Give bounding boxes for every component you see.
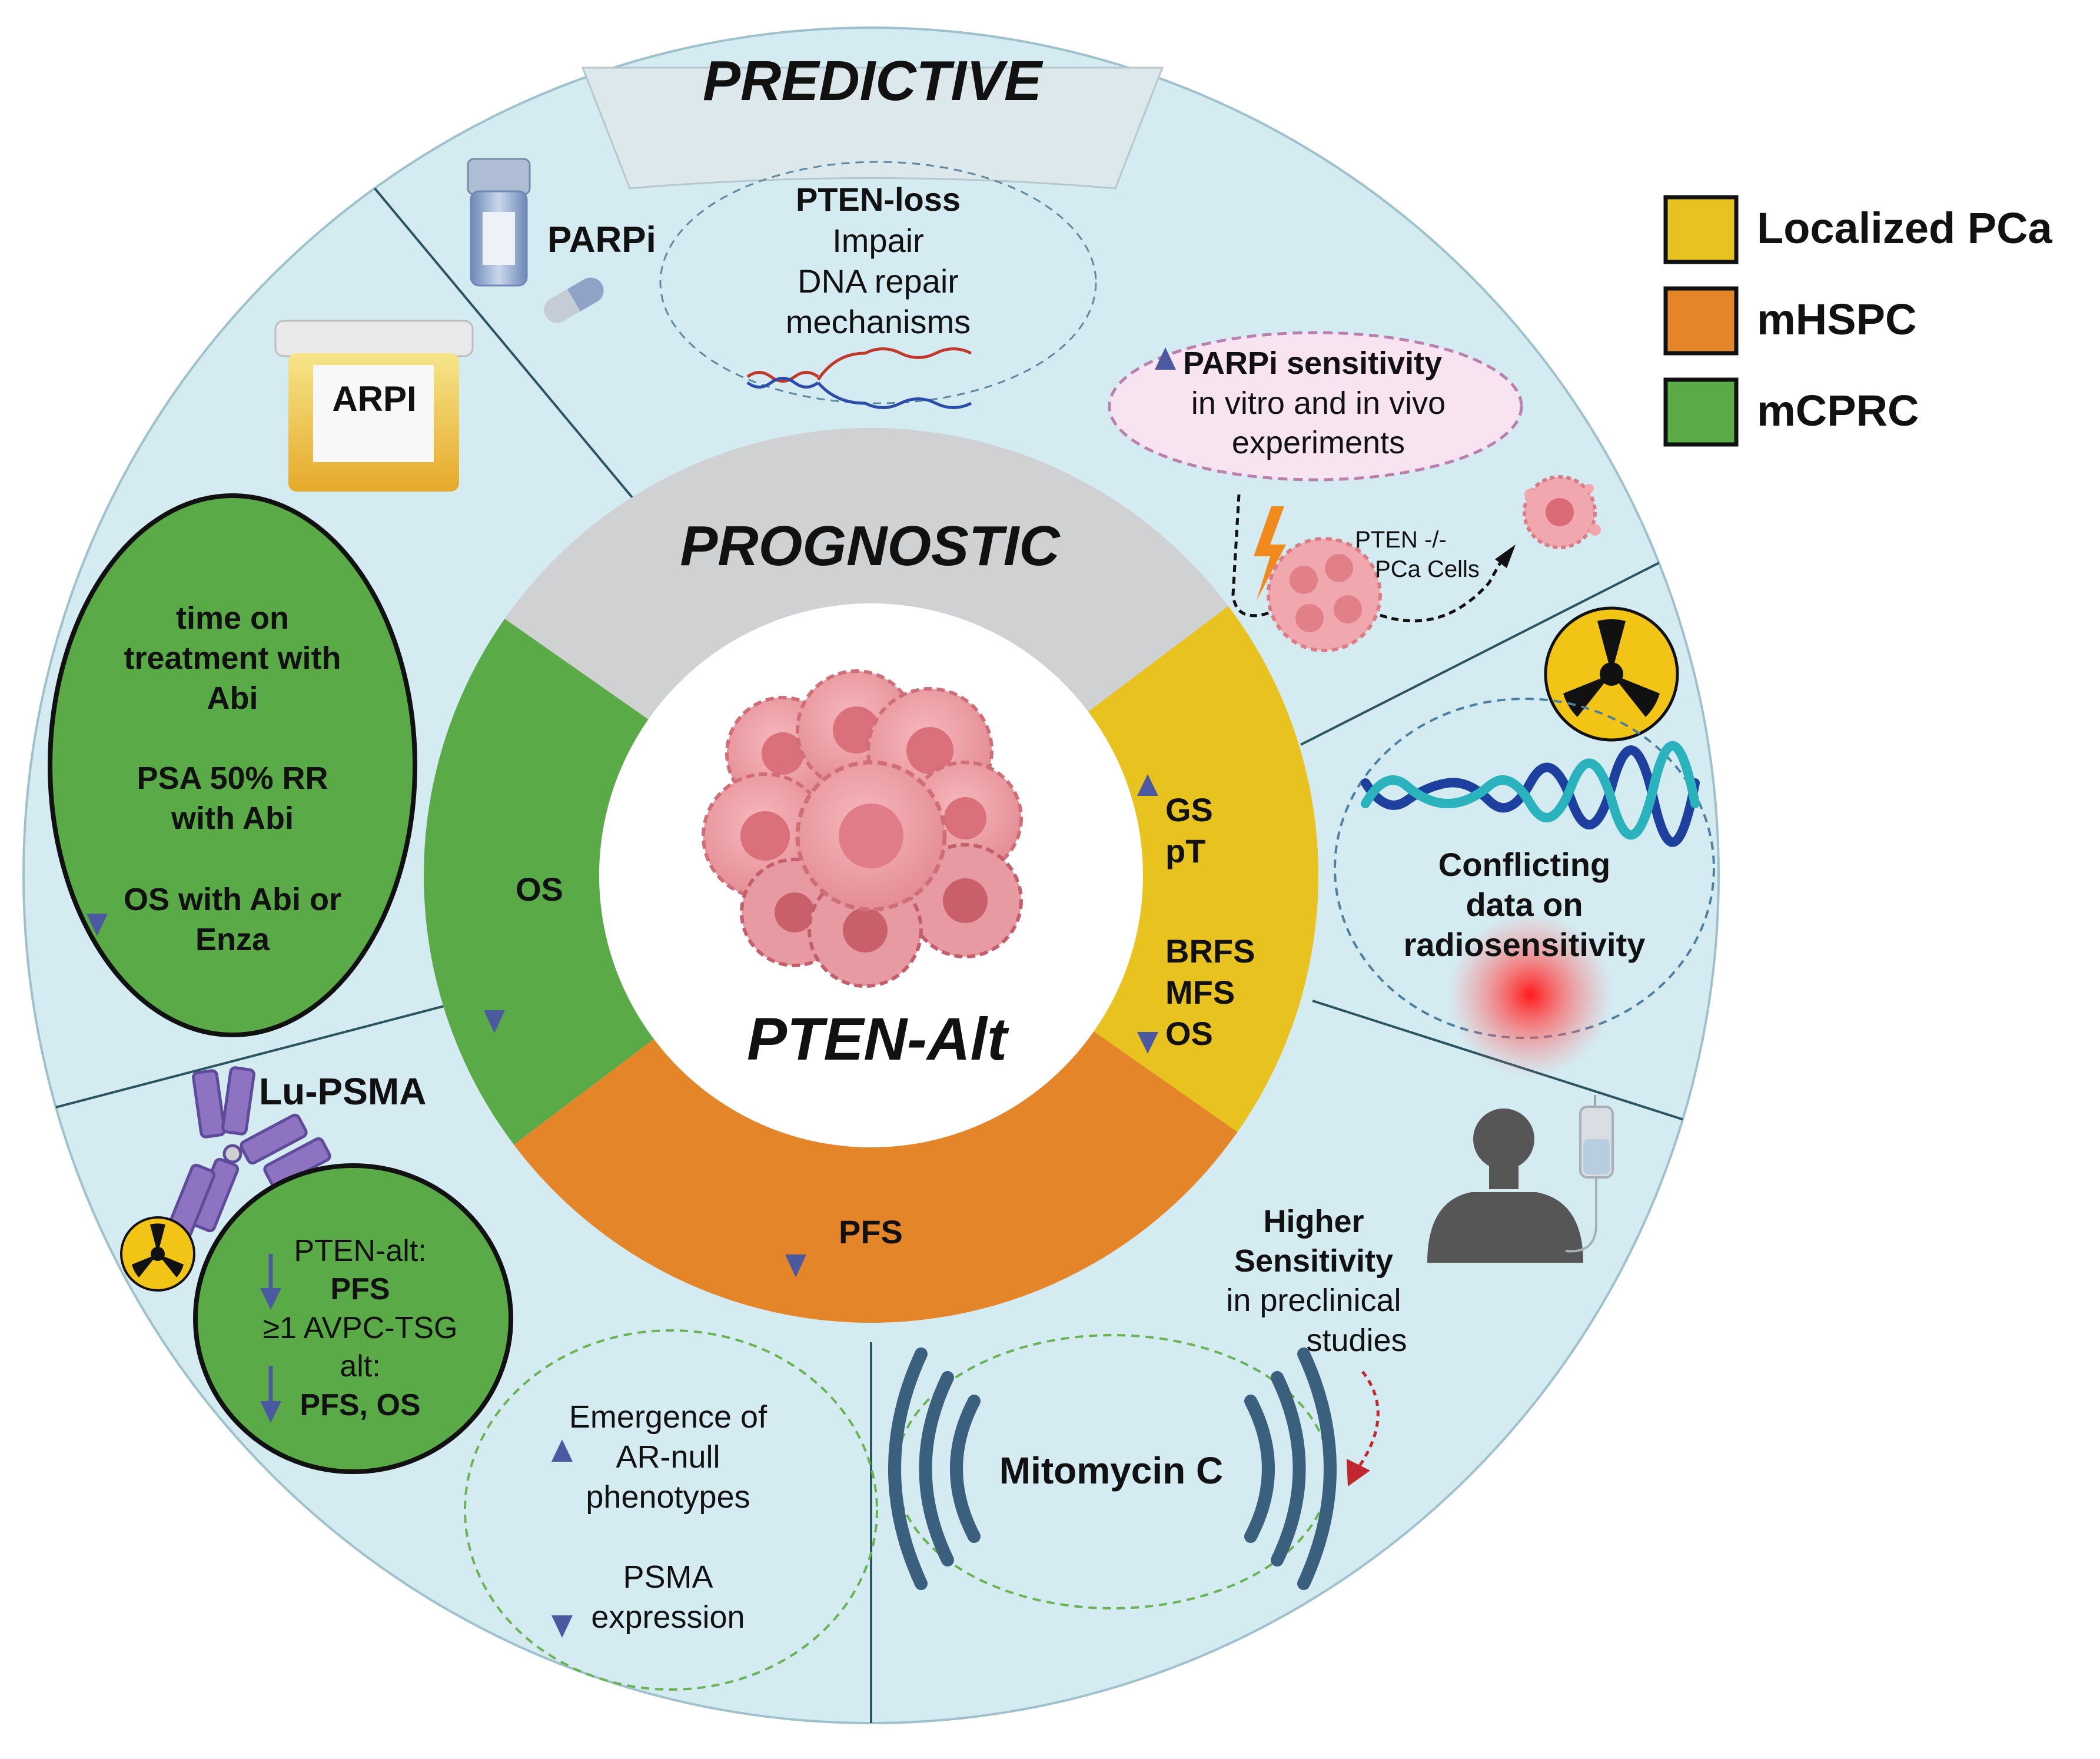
mcprc-down-1: OS xyxy=(516,871,563,908)
mitomycin-pointer xyxy=(1358,1370,1380,1467)
pten-cells-illustration xyxy=(1231,475,1601,652)
legend-label-2: mHSPC xyxy=(1757,295,1916,344)
radio-line-2: data on xyxy=(1466,886,1583,923)
arpi-item-3-line-1: OS with Abi or xyxy=(124,882,341,917)
lu-psma-results-ellipse xyxy=(193,1163,513,1474)
localized-up-1: GS xyxy=(1165,791,1213,828)
parpi-label: PARPi xyxy=(547,220,656,260)
mitomycin-label: Mitomycin C xyxy=(999,1449,1223,1492)
parpi-mechanism-line-2: DNA repair xyxy=(798,263,959,300)
lu-psma-line-2: PFS xyxy=(330,1272,390,1306)
parpi-sensitivity-bubble xyxy=(1108,331,1523,482)
predictive-banner xyxy=(581,67,1164,190)
arpi-results-text: time on treatment with Abi PSA 50% RR wi… xyxy=(124,600,341,957)
arpi-results-ellipse xyxy=(48,493,417,1037)
arpi-item-1-line-1: time on xyxy=(176,600,289,636)
mitomycin-line-2: Sensitivity xyxy=(1234,1243,1393,1279)
pten-cells-label-1: PTEN -/- xyxy=(1355,527,1447,553)
phenotype-bubble xyxy=(464,1329,878,1691)
phenotype-down-line-2: expression xyxy=(591,1599,745,1635)
ring-segment-mhspc xyxy=(514,1031,1238,1323)
phenotype-up-line-2: AR-null xyxy=(616,1439,720,1475)
localized-down-2: MFS xyxy=(1165,974,1235,1011)
mitomycin-line-3: in preclinical xyxy=(1226,1283,1401,1318)
localized-down-1: BRFS xyxy=(1165,932,1255,970)
phenotype-up-line-1: Emergence of xyxy=(569,1399,767,1435)
mhspc-down-1: PFS xyxy=(839,1213,903,1250)
parpi-sensitivity-title: PARPi sensitivity xyxy=(1183,346,1442,381)
patient-icon xyxy=(1427,1108,1583,1263)
phenotype-down-line-1: PSMA xyxy=(623,1559,713,1595)
radio-line-3: radiosensitivity xyxy=(1404,926,1646,963)
ring-segment-prognostic xyxy=(504,428,1228,720)
prognostic-title: PROGNOSTIC xyxy=(680,515,1061,578)
lu-psma-line-5: PFS, OS xyxy=(300,1388,420,1422)
tumor-cell-cluster xyxy=(702,669,1023,988)
antibody-icon xyxy=(167,1066,331,1239)
arpi-item-2-line-2: with Abi xyxy=(171,801,294,836)
mitomycin-line-4: studies xyxy=(1306,1323,1407,1358)
iv-bag-icon xyxy=(1565,1095,1614,1253)
parpi-mechanism-line-1: Impair xyxy=(832,222,924,259)
parpi-mechanism-line-3: mechanisms xyxy=(786,303,971,340)
lu-psma-line-3: ≥1 AVPC-TSG xyxy=(263,1311,458,1345)
lu-psma-line-4: alt: xyxy=(340,1349,380,1383)
broken-dna-icon xyxy=(746,347,972,409)
radio-line-1: Conflicting xyxy=(1438,846,1610,883)
lu-psma-line-1: PTEN-alt: xyxy=(294,1234,426,1268)
arpi-label: ARPI xyxy=(332,379,416,419)
legend-swatch-3 xyxy=(1663,377,1739,447)
predictive-title: PREDICTIVE xyxy=(703,49,1044,112)
red-glow-icon xyxy=(1448,912,1613,1077)
radiosensitivity-bubble xyxy=(1334,698,1715,1039)
arpi-item-2-line-1: PSA 50% RR xyxy=(137,761,328,796)
localized-up-2: pT xyxy=(1165,832,1205,869)
mcprc-prognosis: OS xyxy=(484,771,563,1033)
parpi-sensitivity-line-2: experiments xyxy=(1232,425,1405,460)
arpi-item-3-line-2: Enza xyxy=(195,922,270,957)
lu-psma-label: Lu-PSMA xyxy=(259,1070,426,1113)
legend-label-1: Localized PCa xyxy=(1757,204,2053,253)
pten-cells-label-2: PCa Cells xyxy=(1375,556,1480,582)
vibration-icon xyxy=(888,1348,1337,1590)
radiation-small-icon xyxy=(120,1216,195,1292)
localized-prognosis: GS pT BRFS MFS OS xyxy=(1137,774,1255,1054)
dna-helix-icon xyxy=(1361,741,1700,847)
center-title: PTEN-Alt xyxy=(747,1005,1009,1073)
legend-swatch-2 xyxy=(1663,286,1739,356)
parpi-mechanism-title: PTEN-loss xyxy=(796,181,961,218)
lightning-icon xyxy=(1254,506,1286,600)
arpi-item-1-line-2: treatment with xyxy=(124,640,341,676)
arpi-item-1-line-3: Abi xyxy=(207,681,258,716)
parpi-sensitivity-line-1: in vitro and in vivo xyxy=(1191,386,1446,421)
legend: Localized PCa mHSPC mCPRC xyxy=(1663,195,2053,447)
phenotype-up-line-3: phenotypes xyxy=(586,1479,750,1515)
mhspc-prognosis: PFS xyxy=(785,1174,903,1277)
parpi-mechanism-bubble xyxy=(659,161,1097,404)
parpi-vial-icon xyxy=(467,158,604,323)
localized-down-3: OS xyxy=(1165,1015,1213,1052)
mitomycin-line-1: Higher xyxy=(1263,1204,1364,1239)
arpi-jar-icon xyxy=(274,320,474,492)
radiation-icon xyxy=(1544,606,1679,742)
legend-label-3: mCPRC xyxy=(1757,386,1919,435)
ring-segment-mcprc xyxy=(424,619,654,1145)
legend-swatch-1 xyxy=(1663,195,1739,264)
